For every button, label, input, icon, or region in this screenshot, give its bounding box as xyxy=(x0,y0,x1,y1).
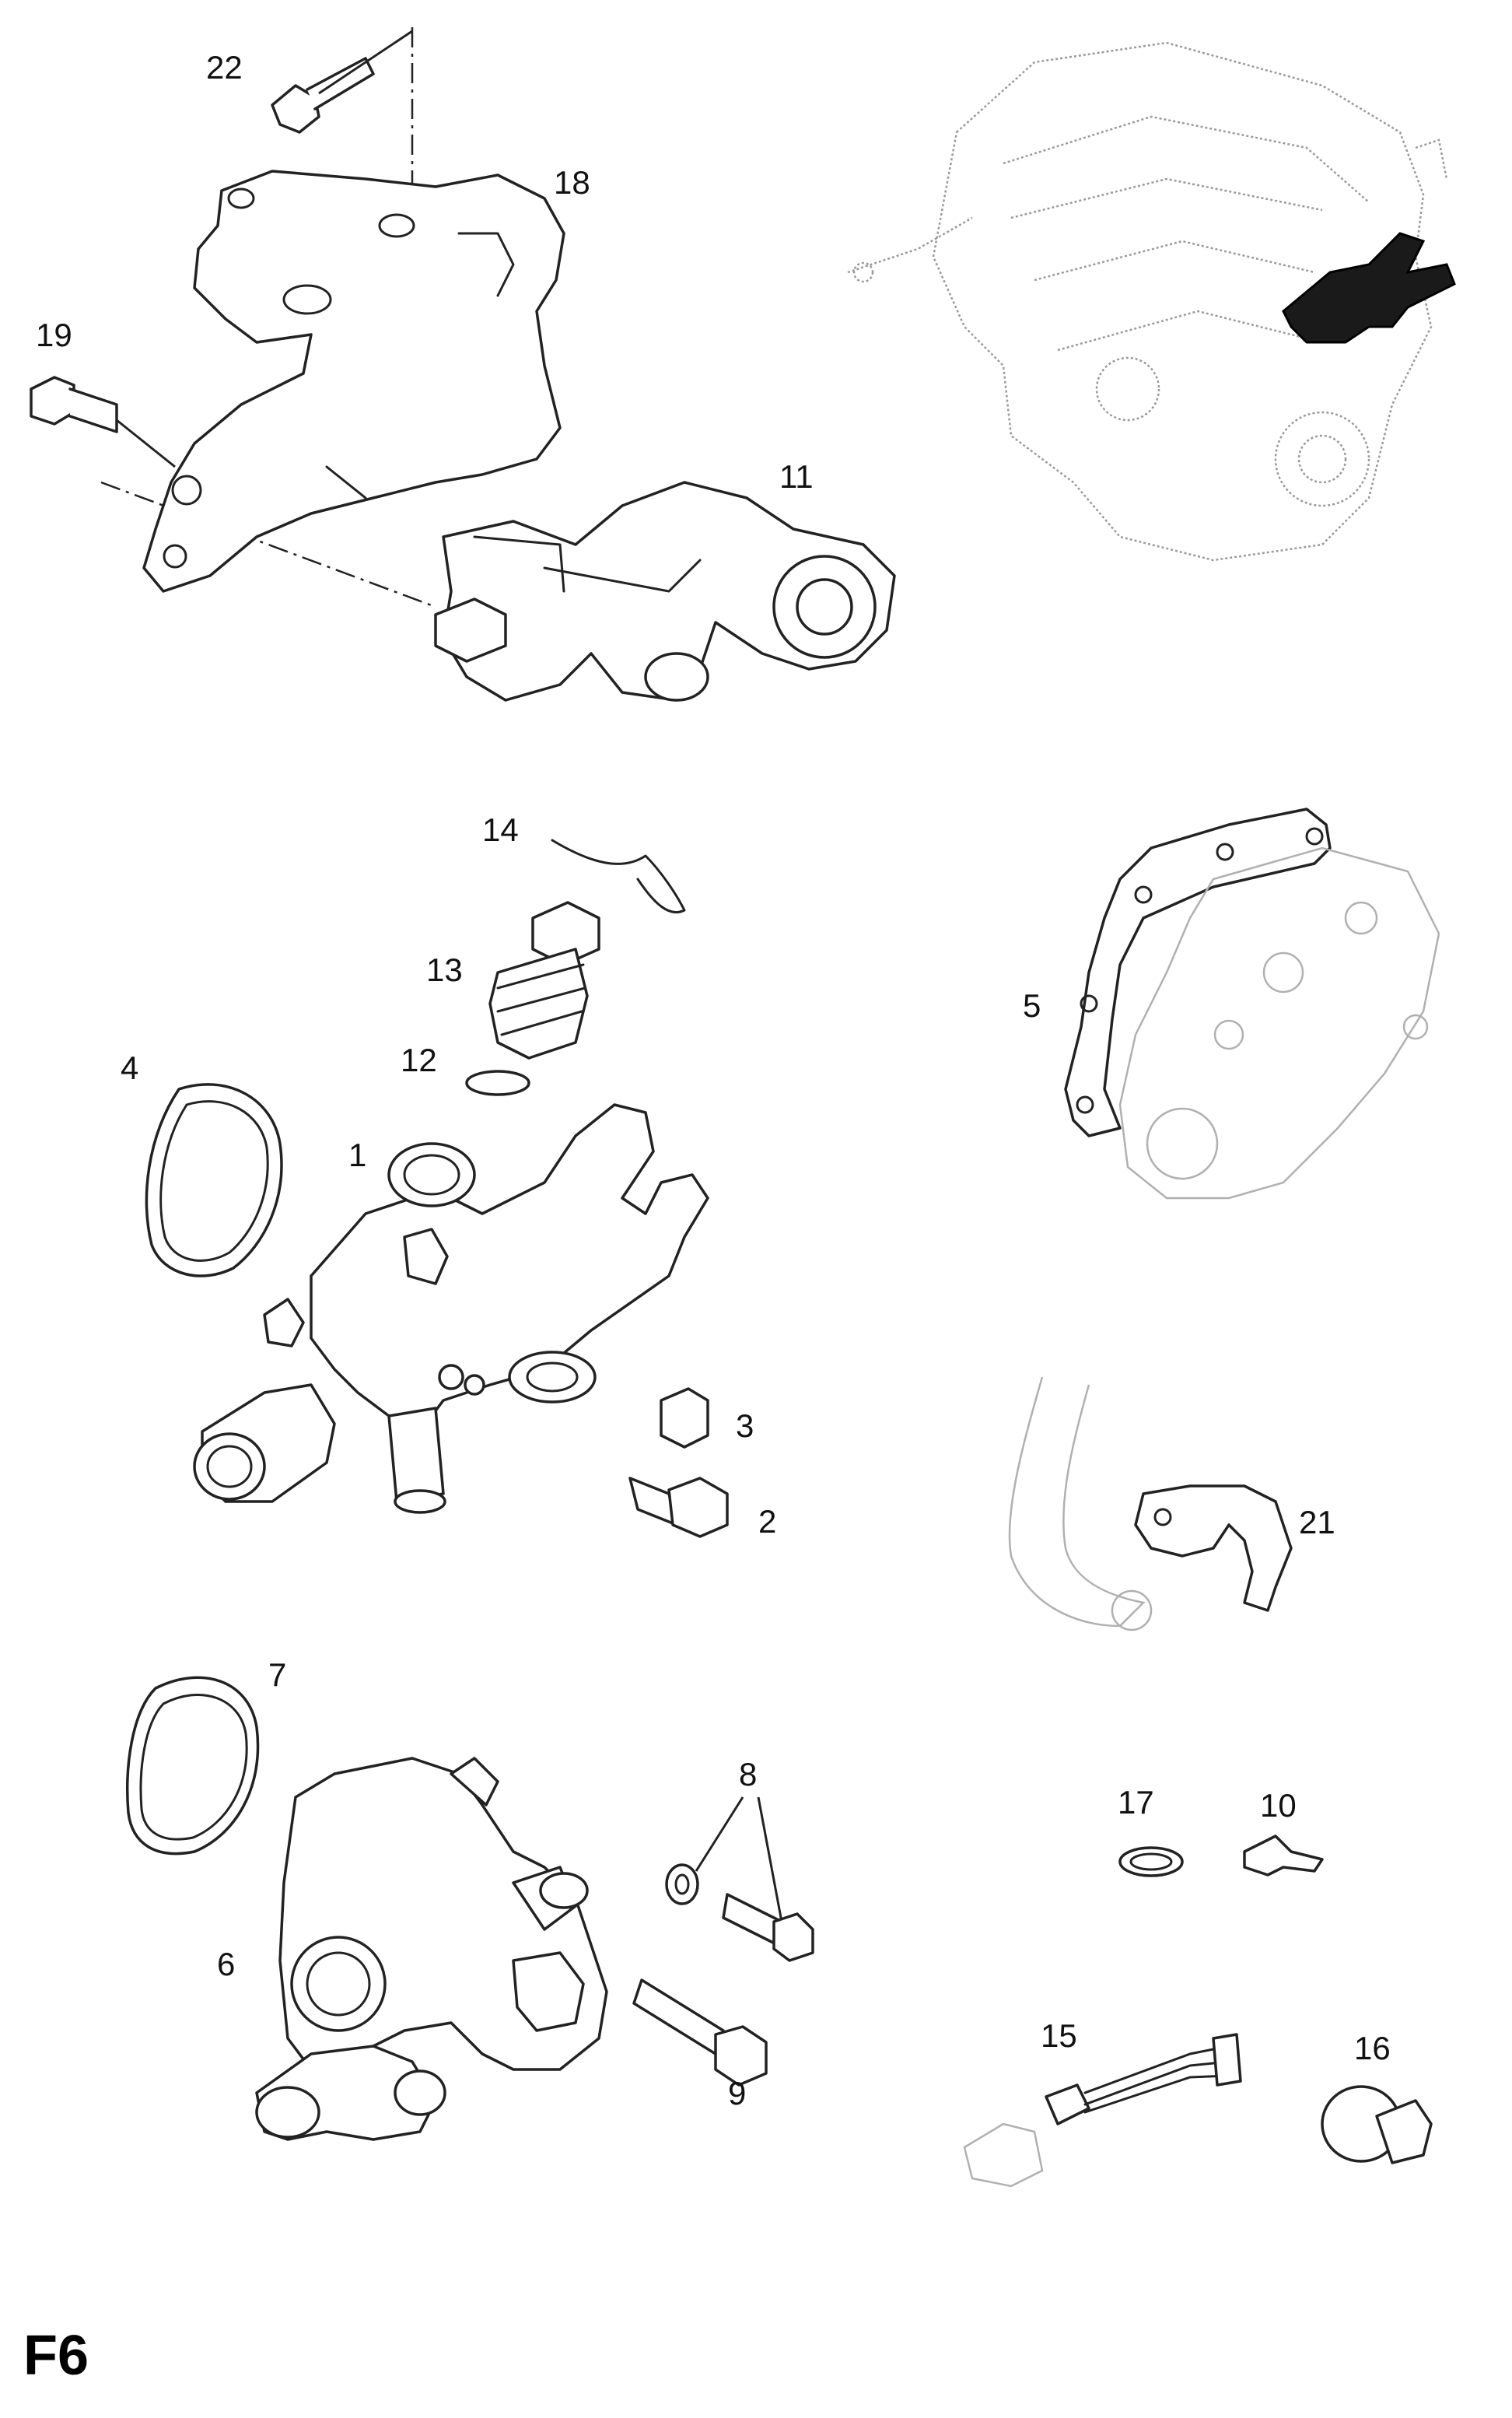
o-ring-12 xyxy=(465,1070,530,1096)
callout-4: 4 xyxy=(121,1050,139,1086)
housing-6-group xyxy=(126,1676,814,2141)
callout-13: 13 xyxy=(426,951,463,988)
engine-overview-illustration xyxy=(847,41,1456,562)
callout-6: 6 xyxy=(217,1946,236,1982)
callout-17: 17 xyxy=(1118,1784,1154,1821)
callout-8: 8 xyxy=(739,1756,758,1792)
sheet-code: F6 xyxy=(23,2325,89,2387)
pipe-clip-21 xyxy=(1134,1484,1293,1612)
stud-19 xyxy=(30,376,176,468)
bolt-9 xyxy=(632,1978,768,2087)
wiring-harness-15 xyxy=(963,2033,1242,2188)
clip-10 xyxy=(1243,1835,1324,1877)
callout-7: 7 xyxy=(268,1656,287,1693)
thermostat-group xyxy=(145,839,729,1538)
callout-10: 10 xyxy=(1260,1787,1297,1824)
callout-12: 12 xyxy=(401,1042,437,1078)
callout-16: 16 xyxy=(1354,2030,1391,2066)
callout-21: 21 xyxy=(1299,1504,1335,1540)
callout-19: 19 xyxy=(36,317,72,353)
callout-1: 1 xyxy=(348,1137,367,1173)
callout-11: 11 xyxy=(779,458,814,495)
highlighted-thermostat-housing xyxy=(1282,232,1456,344)
gasket-5-group xyxy=(1064,808,1440,1200)
bolt-2 xyxy=(628,1477,729,1538)
callout-3: 3 xyxy=(736,1407,754,1444)
callout-5: 5 xyxy=(1023,987,1041,1024)
temperature-sensor-13 xyxy=(488,901,600,1060)
thermostat-housing-1 xyxy=(193,1103,709,1514)
thermostat-housing-6 xyxy=(255,1757,608,2141)
gasket-4 xyxy=(145,1083,283,1277)
pipe-clip-21-group xyxy=(1008,1376,1293,1631)
callout-18: 18 xyxy=(554,164,590,201)
callout-14: 14 xyxy=(482,811,519,848)
bracket-assembly xyxy=(30,27,896,702)
o-ring-17 xyxy=(1118,1846,1184,1877)
small-parts-group xyxy=(963,1835,1433,2188)
gasket-7 xyxy=(126,1676,260,1856)
callout-9: 9 xyxy=(728,2075,747,2111)
wire-clip-14 xyxy=(551,839,686,914)
bolt-22 xyxy=(271,30,413,134)
nut-3 xyxy=(660,1387,709,1449)
callout-2: 2 xyxy=(758,1503,777,1540)
plug-16 xyxy=(1321,2085,1433,2164)
washer-8 xyxy=(665,1863,699,1905)
gasket-5 xyxy=(1064,808,1332,1137)
bracket-18 xyxy=(142,170,565,593)
bolt-8 xyxy=(722,1893,814,1962)
callout-15: 15 xyxy=(1041,2017,1077,2054)
callout-22: 22 xyxy=(206,49,243,86)
